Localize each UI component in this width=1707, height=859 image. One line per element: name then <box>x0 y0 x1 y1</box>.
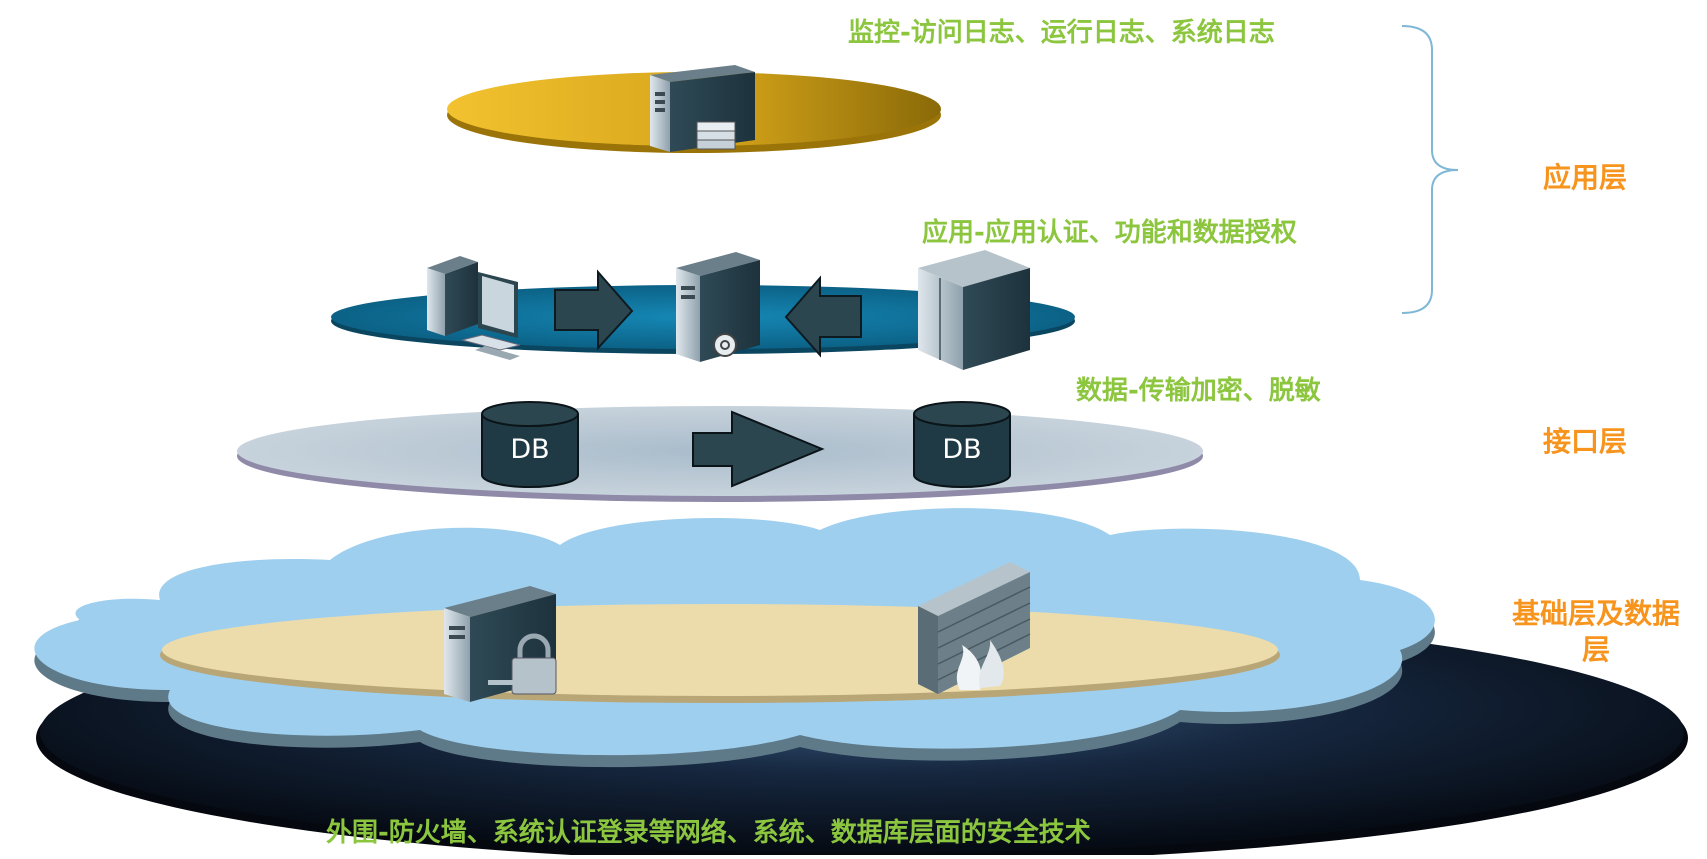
web-server-icon <box>676 252 760 362</box>
interface-layer-label: 接口层 <box>1542 425 1627 458</box>
database-icon: DB <box>913 401 1011 488</box>
application-caption: 应用-应用认证、功能和数据授权 <box>922 218 1297 248</box>
foundation-sand-disc <box>160 604 1280 703</box>
right-arrow-icon <box>554 269 634 351</box>
db-label: DB <box>942 434 981 465</box>
locked-server-icon <box>444 586 557 702</box>
foundation-layer-label: 基础层及数据层 <box>1512 597 1681 666</box>
perimeter-caption: 外围-防火墙、系统认证登录等网络、系统、数据库层面的安全技术 <box>326 818 1091 848</box>
firewall-icon <box>918 562 1031 694</box>
left-arrow-icon <box>784 275 862 358</box>
database-icon: DB <box>481 401 579 488</box>
monitoring-caption: 监控-访问日志、运行日志、系统日志 <box>848 18 1275 48</box>
right-arrow-icon <box>692 410 825 488</box>
server-with-storage-icon <box>650 65 755 152</box>
application-layer-bracket <box>1401 25 1459 314</box>
application-layer-label: 应用层 <box>1542 161 1627 194</box>
db-label: DB <box>510 434 549 465</box>
desktop-workstation-icon <box>427 256 521 360</box>
mainframe-server-icon <box>918 250 1030 370</box>
data-caption: 数据-传输加密、脱敏 <box>1076 376 1321 406</box>
